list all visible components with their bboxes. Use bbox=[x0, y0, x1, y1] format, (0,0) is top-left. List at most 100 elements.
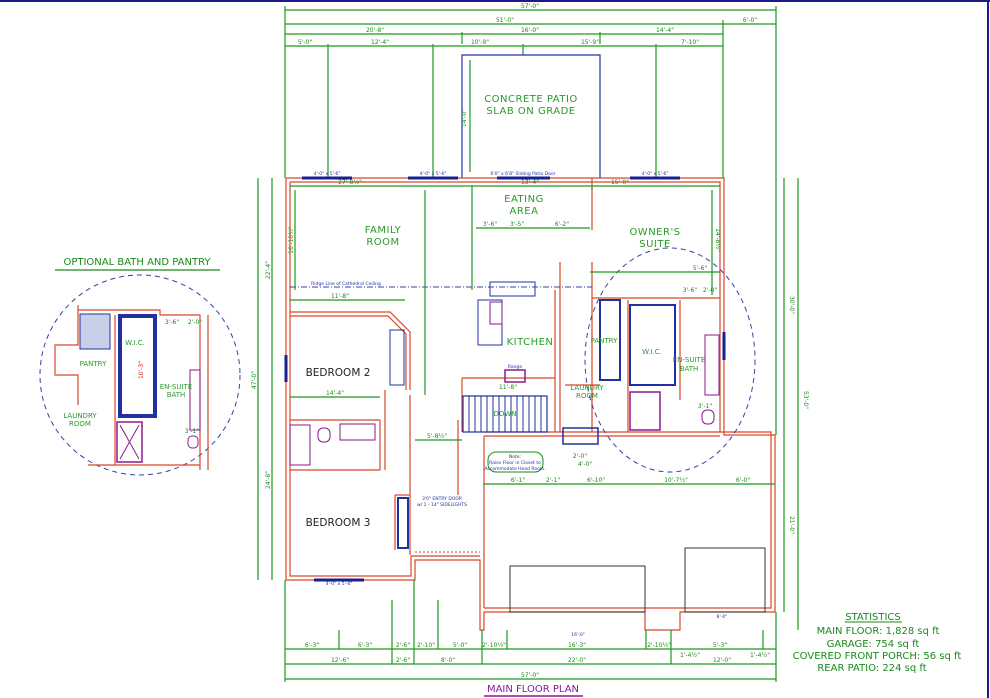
dim: 27'-8½" bbox=[338, 179, 362, 186]
inset-laundry-label: ROOM bbox=[69, 420, 91, 428]
dim: 12'-6" bbox=[331, 657, 349, 664]
note-text: Raise Floor in Closet to bbox=[489, 460, 541, 466]
dim: 16'-10½" bbox=[288, 226, 295, 254]
dim: 2'-6" bbox=[396, 657, 410, 664]
dim: 22'-0" bbox=[568, 657, 586, 664]
dim: 5'-0" bbox=[298, 39, 312, 46]
note-text: Note: bbox=[509, 454, 521, 460]
dim: 8'-0" bbox=[441, 657, 455, 664]
eating-area-label: EATING bbox=[504, 194, 544, 205]
dim: 3'-6" bbox=[483, 221, 497, 228]
dim: 30'-0" bbox=[788, 296, 795, 314]
dim: 7'-10" bbox=[681, 39, 699, 46]
inner-dimensions: 27'-8½" 13'-4" 15'-0" 3'-6" 3'-5" 6'-2" … bbox=[290, 179, 775, 485]
bottom-dimensions: 6'-3" 6'-3" 2'-6" 2'-10" 5'-0" 2'-10½" 1… bbox=[284, 580, 777, 682]
dim: 16'-0" bbox=[521, 27, 539, 34]
shower-x bbox=[119, 424, 140, 460]
kitchen-island bbox=[489, 281, 536, 297]
dim: 20'-8" bbox=[366, 27, 384, 34]
dim: 8'-0" bbox=[717, 614, 728, 620]
kitchen-label: KITCHEN bbox=[507, 337, 554, 348]
range-label: Range bbox=[508, 364, 522, 370]
wic-label: W.I.C. bbox=[642, 348, 662, 356]
dim: 6'-3" bbox=[358, 642, 372, 649]
dim: 1'-4½" bbox=[680, 652, 700, 659]
dim: 6'-2" bbox=[555, 221, 569, 228]
patio-label-1: CONCRETE PATIO bbox=[484, 94, 578, 105]
dim: 21'-0" bbox=[788, 516, 795, 534]
dim: 10'-7½" bbox=[664, 477, 688, 484]
dim: 10'-9" bbox=[471, 39, 489, 46]
bedroom-3-label: BEDROOM 3 bbox=[306, 517, 371, 529]
patio-label-2: SLAB ON GRADE bbox=[486, 106, 575, 117]
dim: 16'-3" bbox=[568, 642, 586, 649]
dim: 53'-0" bbox=[802, 391, 809, 409]
pantry-shelves bbox=[599, 299, 621, 381]
dim: 2'-1" bbox=[546, 477, 560, 484]
dim: 2'-0" bbox=[188, 319, 202, 326]
toilet-icon bbox=[187, 435, 199, 449]
dim: 6'-1" bbox=[511, 477, 525, 484]
interior-walls bbox=[290, 178, 720, 555]
dim: 12'-4" bbox=[371, 39, 389, 46]
dim: 22'-4" bbox=[265, 261, 272, 279]
inset-ensuite-label: EN-SUITE bbox=[160, 383, 193, 391]
inset-circle bbox=[39, 274, 241, 476]
stat-garage: GARAGE: 754 sq ft bbox=[827, 639, 920, 650]
fixtures: Range DOWN bbox=[289, 281, 720, 549]
window-label: 4'-0" x 5'-6" bbox=[314, 171, 341, 177]
side-dimensions: 47'-0" 22'-4" 24'-8" 30'-0" 53'-0" 21'-0… bbox=[251, 178, 809, 630]
ensuite-label: EN-SUITE bbox=[673, 356, 706, 364]
eating-area-label: AREA bbox=[510, 206, 539, 217]
vanity bbox=[339, 423, 376, 441]
note-cloud bbox=[487, 451, 544, 473]
statistics-block: STATISTICS MAIN FLOOR: 1,828 sq ft GARAG… bbox=[793, 612, 962, 674]
dim: 5'-3" bbox=[713, 642, 727, 649]
top-dimensions: 57'-0" 51'-0" 6'-0" 20'-8" 16'-0" 14'-4"… bbox=[284, 3, 777, 435]
plan-title: MAIN FLOOR PLAN bbox=[487, 684, 579, 695]
inset-pantry-label: PANTRY bbox=[80, 360, 107, 368]
stat-main-floor: MAIN FLOOR: 1,828 sq ft bbox=[817, 626, 940, 637]
shower bbox=[116, 421, 143, 463]
note-text: Accommodate Head Room. bbox=[484, 466, 545, 472]
garage-door-small bbox=[684, 547, 766, 613]
statistics-title: STATISTICS bbox=[845, 612, 901, 623]
dim: 5'-6" bbox=[693, 265, 707, 272]
dim: 47'-0" bbox=[251, 371, 258, 389]
dim: 6'-0" bbox=[736, 477, 750, 484]
dim: 15'-9" bbox=[581, 39, 599, 46]
optional-bath-pantry-inset: OPTIONAL BATH AND PANTRY PANTRY W.I.C. E… bbox=[39, 257, 241, 476]
dim: 2'-0" bbox=[573, 453, 587, 460]
concrete-patio: 14'-0" CONCRETE PATIO SLAB ON GRADE bbox=[461, 54, 601, 178]
dim: 12'-0" bbox=[713, 657, 731, 664]
dim: 3'-1" bbox=[185, 428, 199, 435]
detail-circle bbox=[584, 247, 756, 473]
ensuite-label: BATH bbox=[680, 365, 699, 373]
pantry-shelves bbox=[79, 313, 111, 350]
dim-51ft: 51'-0" bbox=[496, 17, 514, 24]
dim: 2'-6" bbox=[396, 642, 410, 649]
pantry-label: PANTRY bbox=[591, 337, 618, 345]
dim: 14'-8½" bbox=[714, 228, 721, 252]
vanity bbox=[189, 369, 201, 431]
bathtub bbox=[289, 424, 311, 466]
toilet-icon bbox=[317, 427, 331, 443]
dim: 3'-6" bbox=[165, 319, 179, 326]
shower bbox=[629, 391, 661, 431]
stairs bbox=[462, 395, 548, 433]
dim: 6'-3" bbox=[305, 642, 319, 649]
stat-front-porch: COVERED FRONT PORCH: 56 sq ft bbox=[793, 651, 962, 662]
dim: 57'-0" bbox=[521, 672, 539, 679]
toilet-icon bbox=[701, 409, 715, 425]
patio-door-label: 6'0" x 6'8" Sliding Patio Door bbox=[491, 171, 556, 177]
closet bbox=[397, 497, 409, 549]
dim: 5'-0" bbox=[453, 642, 467, 649]
window-label: 4'-0" x 5'-6" bbox=[642, 171, 669, 177]
dim: 14'-0" bbox=[461, 109, 468, 127]
family-room-label: FAMILY bbox=[365, 225, 402, 236]
dim: 5'-8½" bbox=[427, 433, 447, 440]
dim: 13'-4" bbox=[521, 179, 539, 186]
entry-door-label: w/ 1 - 14" SIDELIGHTS bbox=[417, 502, 467, 508]
laundry-label: ROOM bbox=[576, 392, 598, 400]
inset-wic-label: W.I.C. bbox=[125, 339, 145, 347]
